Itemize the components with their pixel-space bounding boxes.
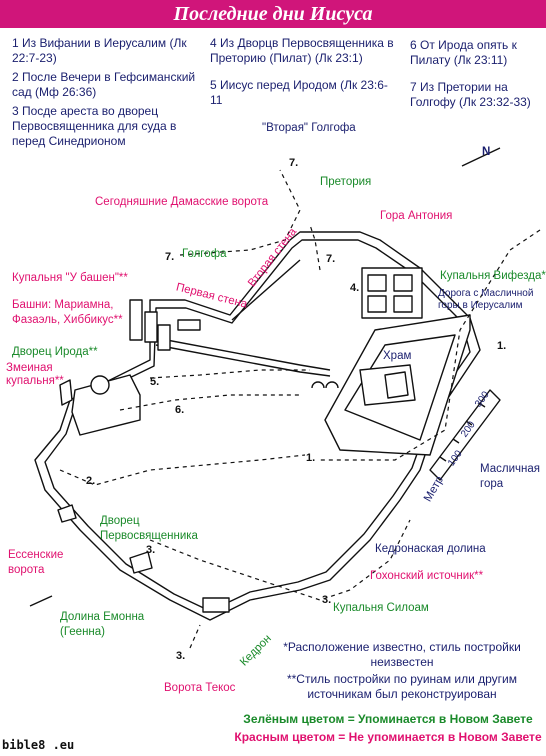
route-number-5: 5. (150, 376, 160, 388)
legend-item-1: 1 Из Вифании в Иерусалим (Лк 22:7-23) (12, 36, 187, 65)
route-number-6: 6. (175, 404, 185, 416)
first-wall (155, 337, 331, 371)
brand-watermark: bible8 .eu (2, 738, 75, 752)
legend-col-3: 6 От Ирода опять к Пилату (Лк 23:11) 7 И… (410, 38, 540, 110)
second-golgotha-label: "Вторая" Голгофа (262, 122, 356, 134)
serpent-pool (59, 379, 73, 406)
legend-item-2: 2 После Вечери в Гефсиманский сад (Мф 26… (12, 70, 196, 99)
legend-item-6: 6 От Ирода опять к Пилату (Лк 23:11) (410, 38, 517, 67)
towers-label: Башни: Мариамна, Фазаэль, Хиббикус** (12, 299, 123, 326)
north-arrow (461, 147, 501, 167)
route-number-4: 4. (350, 282, 360, 294)
herod-palace-label: Дворец Ирода** (12, 346, 98, 358)
route-7 (179, 169, 301, 256)
temple-label: Храм (383, 350, 412, 362)
note-2: **Стиль постройки по руинам или другим и… (286, 672, 518, 701)
legend-item-5: 5 Иисус перед Иродом (Лк 23:6-11 (210, 78, 388, 107)
route-number-2: 2. (86, 475, 96, 487)
route-number-3-a: 3. (146, 544, 156, 556)
kidron-valley-label: Кедронаская долина (375, 543, 486, 555)
scale-bar (429, 389, 501, 481)
mount-olives-label: Масличная гора (480, 463, 540, 490)
footer-green: Зелёным цветом = Упоминается в Новом Зав… (243, 712, 533, 726)
route-3b (189, 624, 201, 649)
herod-palace-building (71, 374, 141, 436)
bethesda-label: Купальня Вифезда** (440, 270, 546, 282)
route-number-3-b: 3. (322, 594, 332, 606)
praetorium-label: Претория (320, 176, 372, 188)
route-number-7-c: 7. (326, 253, 336, 265)
legend-item-4: 4 Из Дворцв Первосвященника в Преторию (… (210, 36, 394, 65)
north-label: N (482, 146, 491, 158)
serpent-pool-label: Змеиная купальня** (6, 362, 64, 387)
legend-item-7: 7 Из Претории на Голгофу (Лк 23:32-33) (410, 80, 531, 109)
golgotha-pool (177, 319, 201, 331)
route-number-1-b: 1. (497, 340, 507, 352)
damascus-gate-label: Сегодняшние Дамасские ворота (95, 196, 269, 208)
mount-olives-road-label: Дорога с Масличной горы в Иерусалим (438, 288, 534, 311)
route-5 (149, 369, 310, 379)
gihon-label: Гохонский источник** (370, 570, 484, 582)
legend-col-2: 4 Из Дворцв Первосвященника в Преторию (… (210, 36, 400, 108)
route-7b (309, 224, 321, 271)
legend-col-1: 1 Из Вифании в Иерусалим (Лк 22:7-23) 2 … (12, 36, 202, 149)
towers-building (129, 299, 143, 341)
route-number-7-a: 7. (289, 157, 299, 169)
route-2 (59, 454, 306, 486)
high-priest-palace-label: Дворец Первосвященника (100, 515, 198, 542)
note-1: *Расположение известно, стиль постройки … (283, 640, 521, 669)
siloam-label: Купальня Силоам (333, 602, 429, 614)
route-number-3-c: 3. (176, 650, 186, 662)
tower-pool-label: Купальня "У башен"** (12, 272, 128, 284)
essene-gate-label: Ессенские ворота (8, 549, 64, 576)
tekoa-gate-label: Ворота Текос (164, 682, 236, 694)
legend-item-3: 3 Посде ареста во дворец Первосвященника… (12, 104, 177, 148)
second-wall (231, 259, 301, 321)
route-number-1-a: 1. (306, 452, 316, 464)
siloam-pool (202, 597, 230, 613)
golgotha-label: Голгофа (182, 248, 227, 260)
route-number-7-b: 7. (165, 251, 175, 263)
footer-red: Красным цветом = Не упоминается в Новом … (234, 730, 542, 744)
temple-building (359, 364, 416, 406)
page-title: Последние дни Иисуса (0, 0, 546, 28)
hinnom-label: Долина Емонна (Геенна) (60, 611, 145, 638)
route-6 (119, 394, 300, 411)
antonia-label: Гора Антония (380, 210, 453, 222)
